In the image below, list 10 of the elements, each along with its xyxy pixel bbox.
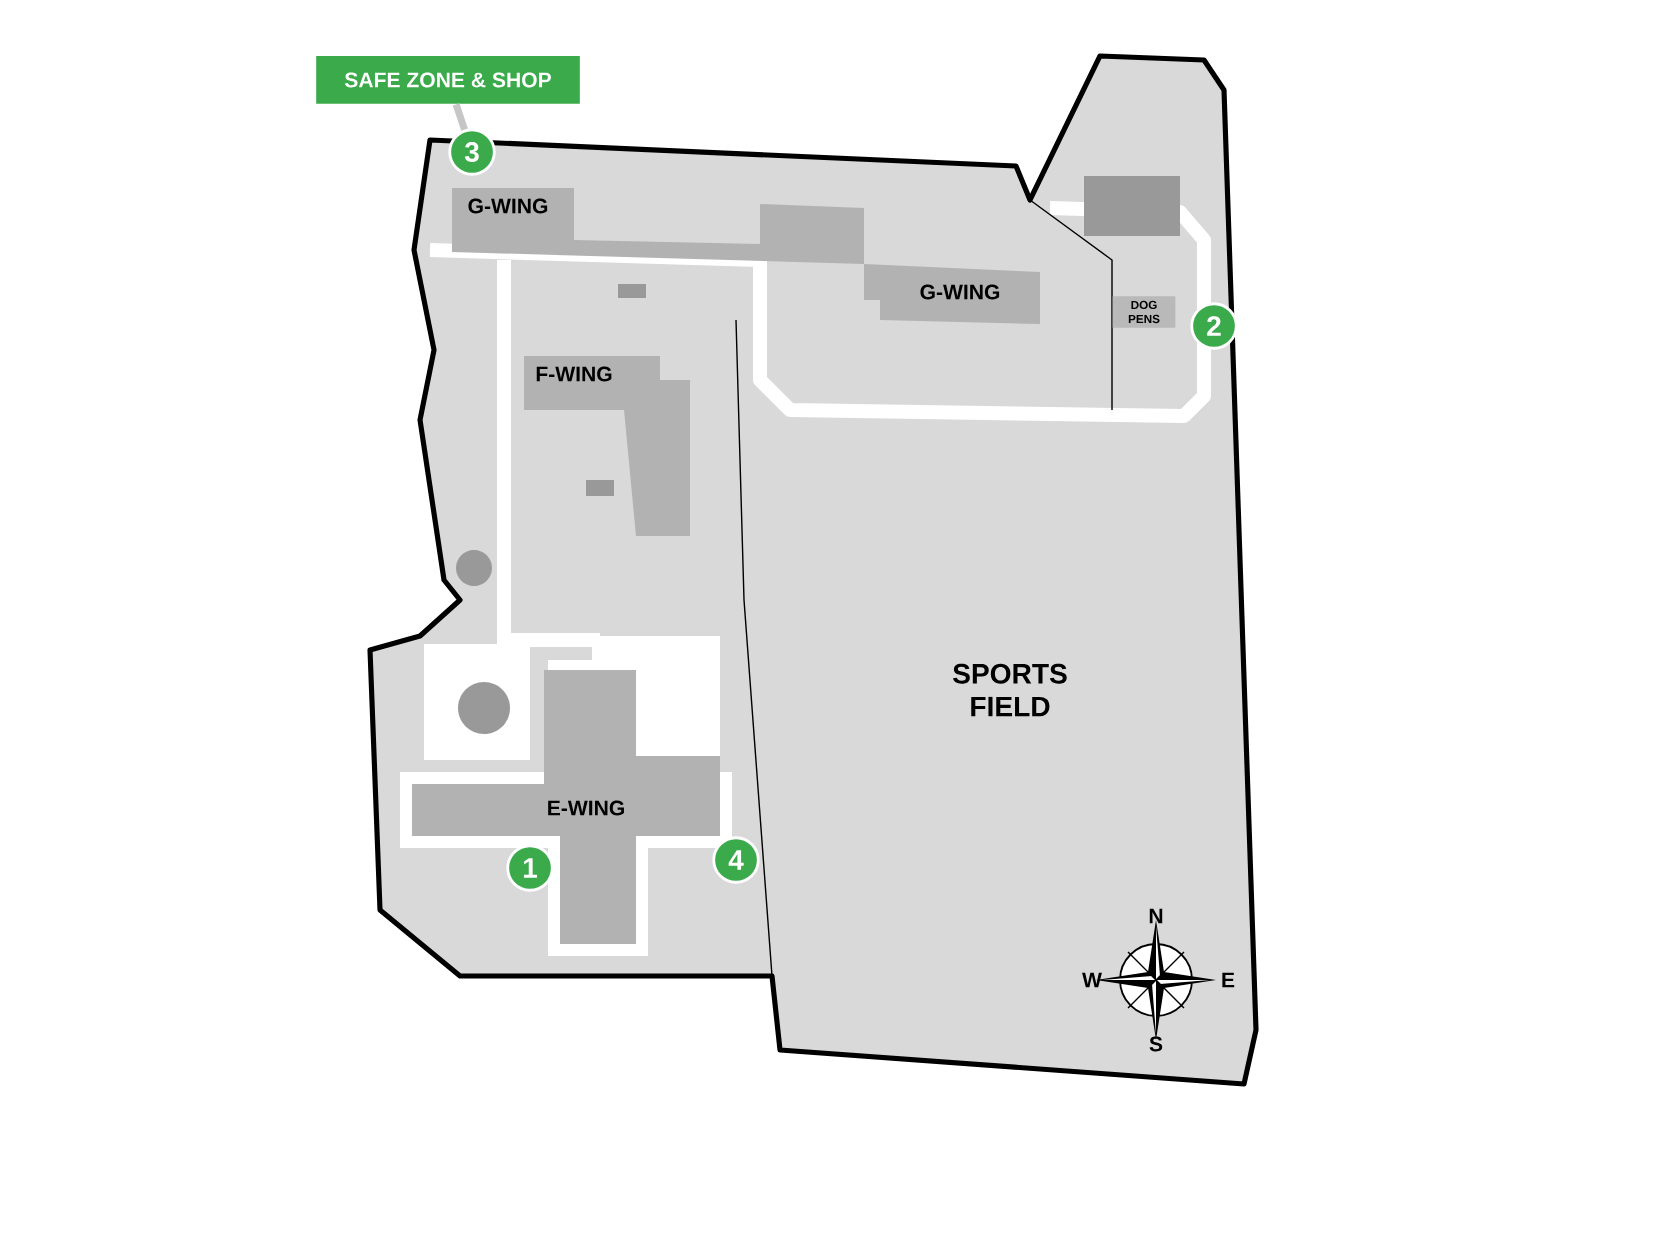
compass-letter: S <box>1149 1036 1163 1052</box>
compass-letter: N <box>1149 908 1163 924</box>
sign-box: SAFE ZONE & SHOP <box>316 56 580 104</box>
area-label: SPORTS FIELD <box>953 663 1067 717</box>
building: G-WING <box>452 188 864 264</box>
compass-letter: E <box>1222 972 1235 988</box>
building: F-WING <box>524 356 690 536</box>
connector-line <box>452 103 468 131</box>
building: G-WING <box>864 264 1040 324</box>
compass-letter: W <box>1082 972 1102 988</box>
